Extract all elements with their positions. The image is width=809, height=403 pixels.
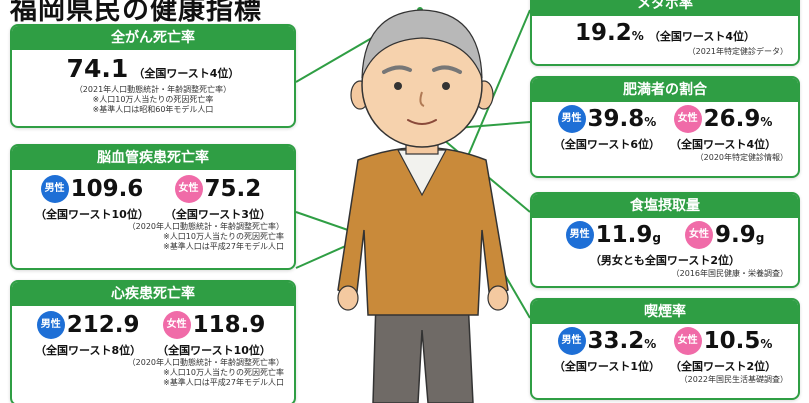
source-note: （2021年特定健診データ） [687, 47, 788, 56]
card-title: 肥満者の割合 [532, 78, 798, 102]
cerebro-female-value: 75.2 [204, 176, 262, 202]
metabolic-syndrome-rate-card: メタボ率 19.2% （全国ワースト4位） （2021年特定健診データ） [530, 0, 800, 66]
heart-female-rank: （全国ワースト10位） [157, 343, 271, 357]
card-title: 心疾患死亡率 [12, 282, 294, 306]
female-badge: 女性 [673, 104, 702, 133]
unit-label: % [760, 337, 773, 351]
note-line: ※基準人口は平成27年モデル人口 [163, 377, 284, 387]
right-hand [487, 285, 509, 311]
obesity-male-value: 39.8 [587, 106, 645, 132]
unit-label: % [644, 337, 657, 351]
unit-label: g [652, 231, 661, 245]
cancer-rank: （全国ワースト4位） [133, 67, 240, 80]
unit-label: % [760, 115, 773, 129]
heart-male-value: 212.9 [66, 312, 140, 338]
source-note: （2016年国民健康・栄養調査） [671, 268, 788, 278]
male-badge: 男性 [36, 310, 65, 339]
cerebro-female-rank: （全国ワースト3位） [164, 207, 271, 221]
left-eyebrow [382, 65, 412, 74]
male-badge: 男性 [40, 174, 69, 203]
card-title: 食塩摂取量 [532, 194, 798, 218]
female-badge: 女性 [174, 174, 203, 203]
unit-label: % [631, 29, 644, 43]
salt-rank: （男女とも全国ワースト2位） [589, 253, 741, 267]
cancer-death-rate-card: 全がん死亡率 74.1 （全国ワースト4位） （2021年人口動態統計・年齢調整… [10, 24, 296, 128]
cerebro-male-value: 109.6 [70, 176, 144, 202]
note-line: ※人口10万人当たりの死因死亡率 [92, 95, 214, 104]
obesity-male-rank: （全国ワースト6位） [553, 137, 660, 151]
source-note: （2022年国民生活基礎調査） [679, 374, 788, 384]
nose [419, 91, 425, 107]
source-note: （2021年人口動態統計・年齢調整死亡率） [74, 85, 232, 94]
sweater [337, 146, 509, 316]
heart-male-rank: （全国ワースト8位） [35, 343, 142, 357]
right-eyebrow [432, 65, 462, 74]
page-title: 福岡県民の健康指標 [10, 0, 262, 26]
card-title: メタボ率 [532, 0, 798, 16]
left-eye [394, 82, 402, 90]
source-note: （2020年人口動態統計・年齢調整死亡率） [127, 221, 284, 231]
left-hand [337, 285, 359, 311]
right-eye [442, 82, 450, 90]
card-title: 全がん死亡率 [12, 26, 294, 50]
salt-female-value: 9.9 [715, 222, 756, 248]
card-title: 脳血管疾患死亡率 [12, 146, 294, 170]
elderly-man-illustration [337, 9, 509, 403]
trousers [372, 299, 474, 403]
note-line: ※基準人口は平成27年モデル人口 [163, 241, 284, 251]
metabo-rank: （全国ワースト4位） [648, 30, 755, 43]
mouth [407, 119, 437, 125]
salt-male-value: 11.9 [595, 222, 653, 248]
smoking-male-value: 33.2 [587, 328, 645, 354]
obesity-female-value: 26.9 [703, 106, 761, 132]
cerebro-male-rank: （全国ワースト10位） [35, 207, 149, 221]
metabo-value: 19.2 [575, 20, 632, 46]
male-badge: 男性 [557, 104, 586, 133]
male-badge: 男性 [565, 220, 594, 249]
male-badge: 男性 [557, 326, 586, 355]
card-title: 喫煙率 [532, 300, 798, 324]
unit-label: g [755, 231, 765, 245]
smoking-male-rank: （全国ワースト1位） [553, 359, 660, 373]
female-badge: 女性 [162, 310, 191, 339]
female-badge: 女性 [673, 326, 702, 355]
note-line: ※人口10万人当たりの死因死亡率 [163, 367, 284, 377]
note-line: ※基準人口は昭和60年モデル人口 [92, 105, 214, 114]
note-line: ※人口10万人当たりの死因死亡率 [163, 231, 284, 241]
female-badge: 女性 [685, 220, 713, 249]
obesity-female-rank: （全国ワースト4位） [670, 137, 777, 151]
heart-female-value: 118.9 [192, 312, 266, 338]
smoking-female-rank: （全国ワースト2位） [670, 359, 777, 373]
cancer-value: 74.1 [66, 54, 129, 83]
source-note: （2020年人口動態統計・年齢調整死亡率） [127, 357, 284, 367]
source-note: （2020年特定健診情報） [695, 152, 788, 162]
hair [361, 9, 483, 79]
unit-label: % [644, 115, 657, 129]
smoking-female-value: 10.5 [703, 328, 761, 354]
